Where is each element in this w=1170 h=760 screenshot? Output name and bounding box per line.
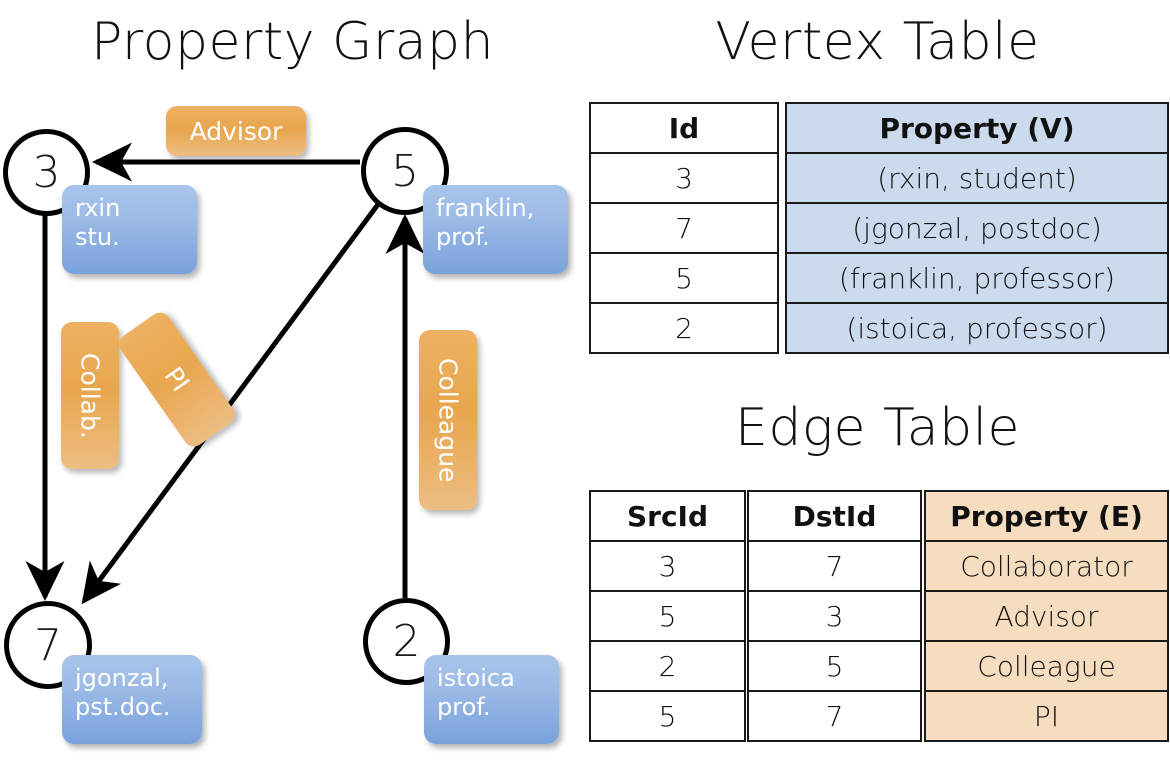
graph-edges-svg [25, 142, 425, 605]
edge-cell-property: PI [924, 690, 1169, 742]
edge-cell-srcid: 3 [589, 540, 746, 592]
table-row: (rxin, student) [785, 152, 1169, 204]
edge-table-srcid-column: SrcId 3 5 2 5 [589, 490, 746, 742]
vertex-header-id: Id [589, 102, 779, 154]
edge-5-to-7 [81, 201, 382, 605]
vertex-cell-property: (istoica, professor) [785, 302, 1169, 354]
edge-cell-property: Advisor [924, 590, 1169, 642]
table-row: (istoica, professor) [785, 302, 1169, 354]
node-3-property-line-1: rxin [75, 194, 121, 222]
table-row: 2 [589, 302, 779, 354]
property-graph-title: Property Graph [90, 12, 495, 72]
graph-node-5-label: 5 [391, 145, 419, 197]
edge-label-collab[interactable]: Collab. [61, 322, 119, 469]
graph-node-5[interactable]: 5 [361, 127, 449, 215]
vertex-cell-id: 2 [589, 302, 779, 354]
node-2-property-line-2: prof. [437, 693, 491, 722]
property-graph-diagram: 3 5 7 2 rxin stu. franklin, prof. jgonza… [0, 90, 585, 760]
edge-label-colleague[interactable]: Colleague [419, 330, 477, 510]
node-3-property-line-2: stu. [75, 223, 120, 252]
vertex-table-id-column: Id 3 7 5 2 [589, 102, 779, 354]
vertex-table-property-column: Property (V) (rxin, student) (jgonzal, p… [785, 102, 1169, 354]
edge-header-srcid: SrcId [589, 490, 746, 542]
edge-header-property: Property (E) [924, 490, 1169, 542]
node-7-property-box[interactable]: jgonzal, pst.doc. [62, 655, 202, 744]
edge-cell-dstid: 7 [747, 540, 922, 592]
table-row: 5 [747, 640, 922, 692]
node-7-property-line-2: pst.doc. [75, 693, 171, 722]
edge-label-advisor-text: Advisor [189, 116, 283, 146]
vertex-cell-property: (franklin, professor) [785, 252, 1169, 304]
table-header-row: DstId [747, 490, 922, 542]
table-row: 5 [589, 590, 746, 642]
edge-cell-srcid: 5 [589, 690, 746, 742]
node-5-property-box[interactable]: franklin, prof. [423, 185, 568, 274]
table-row: 2 [589, 640, 746, 692]
edge-table-dstid-column: DstId 7 3 5 7 [747, 490, 922, 742]
edge-header-dstid: DstId [747, 490, 922, 542]
graph-node-3[interactable]: 3 [3, 129, 90, 216]
table-row: Collaborator [924, 540, 1169, 592]
vertex-cell-id: 7 [589, 202, 779, 254]
edge-label-pi-text: PI [158, 361, 196, 398]
node-2-property-box[interactable]: istoica prof. [424, 655, 559, 744]
table-row: 3 [589, 540, 746, 592]
table-row: 3 [747, 590, 922, 642]
table-row: Colleague [924, 640, 1169, 692]
node-7-property-line-1: jgonzal, [75, 664, 169, 692]
vertex-table-title: Vertex Table [715, 12, 1040, 72]
edge-cell-dstid: 5 [747, 640, 922, 692]
table-row: 5 [589, 252, 779, 304]
vertex-header-property: Property (V) [785, 102, 1169, 154]
vertex-cell-property: (jgonzal, postdoc) [785, 202, 1169, 254]
vertex-cell-property: (rxin, student) [785, 152, 1169, 204]
table-row: (franklin, professor) [785, 252, 1169, 304]
edge-cell-srcid: 5 [589, 590, 746, 642]
table-row: 7 [747, 540, 922, 592]
edge-label-colleague-text: Colleague [433, 357, 463, 483]
graph-node-3-label: 3 [32, 147, 61, 198]
table-row: 7 [589, 202, 779, 254]
table-row: 7 [747, 690, 922, 742]
table-header-row: Property (E) [924, 490, 1169, 542]
graph-node-7-label: 7 [34, 619, 62, 671]
table-row: PI [924, 690, 1169, 742]
table-row: Advisor [924, 590, 1169, 642]
table-header-row: Id [589, 102, 779, 154]
table-header-row: SrcId [589, 490, 746, 542]
edge-cell-dstid: 7 [747, 690, 922, 742]
edge-table-title: Edge Table [734, 398, 1021, 458]
edge-cell-property: Colleague [924, 640, 1169, 692]
node-2-property-line-1: istoica [437, 664, 515, 692]
graph-node-2-label: 2 [392, 616, 421, 667]
node-3-property-box[interactable]: rxin stu. [62, 185, 197, 274]
table-row: 3 [589, 152, 779, 204]
table-header-row: Property (V) [785, 102, 1169, 154]
node-5-property-line-2: prof. [436, 223, 490, 252]
edge-table-property-column: Property (E) Collaborator Advisor Collea… [924, 490, 1169, 742]
vertex-cell-id: 3 [589, 152, 779, 204]
table-row: (jgonzal, postdoc) [785, 202, 1169, 254]
table-row: 5 [589, 690, 746, 742]
edge-label-collab-text: Collab. [75, 352, 105, 439]
edge-cell-dstid: 3 [747, 590, 922, 642]
edge-cell-property: Collaborator [924, 540, 1169, 592]
node-5-property-line-1: franklin, [436, 194, 535, 222]
vertex-cell-id: 5 [589, 252, 779, 304]
edge-cell-srcid: 2 [589, 640, 746, 692]
edge-label-advisor[interactable]: Advisor [166, 106, 306, 156]
